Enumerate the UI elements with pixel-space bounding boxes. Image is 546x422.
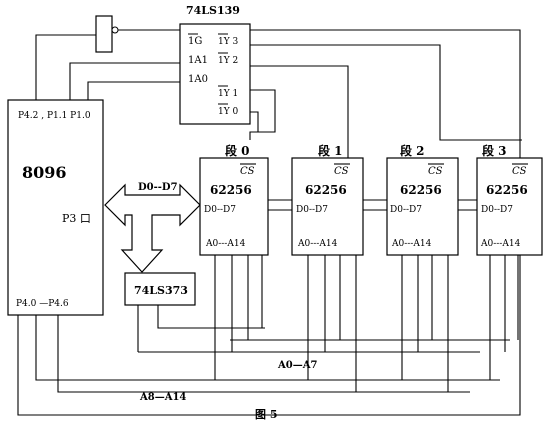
mem0-addr: A0---A14 [205, 239, 246, 249]
decoder-in-1g: 1G [188, 36, 202, 47]
wire-cpu-to-1A1 [69, 62, 180, 100]
cpu-port-p3: P3 口 [62, 212, 91, 225]
mem0-segment: 段 0 [225, 143, 250, 158]
mem3-chip: 62256 [486, 183, 528, 197]
mem1-cs: CS [334, 166, 349, 177]
wire-a-high-bus [35, 315, 500, 381]
decoder-74ls139: 74LS139 1G 1A1 1A0 1Y 3 1Y 2 1Y 1 1Y 0 [179, 4, 251, 125]
memory-chip-0: 段 0 CS 62256 D0--D7 A0---A14 [199, 143, 269, 256]
wire-data-1-2 [363, 199, 387, 211]
mem2-segment: 段 2 [400, 143, 425, 158]
wire-y3-to-cs3 [250, 44, 441, 125]
addr-high-label: A8—A14 [139, 392, 186, 403]
cpu-name: 8096 [22, 163, 67, 182]
wire-latch-to-a-low [157, 305, 265, 329]
mem1-data: D0--D7 [296, 205, 328, 215]
mem3-data: D0--D7 [481, 205, 513, 215]
decoder-in-1a0: 1A0 [188, 74, 208, 85]
mem1-addr: A0---A14 [297, 239, 338, 249]
wire-mem3-addr [489, 255, 519, 380]
wire-cpu-to-1A0 [87, 81, 180, 100]
data-bus-label: D0--D7 [138, 182, 178, 193]
figure-caption: 图 5 [255, 408, 277, 421]
mem3-cs: CS [512, 166, 527, 177]
memory-chip-2: 段 2 CS 62256 D0--D7 A0---A14 [386, 143, 459, 256]
mem1-segment: 段 1 [318, 143, 343, 158]
mem0-data: D0--D7 [204, 205, 236, 215]
wire-mem2-addr [401, 255, 449, 392]
wire-y2-to-cs2 [250, 65, 349, 140]
mem2-chip: 62256 [400, 183, 442, 197]
wire-data-2-3 [458, 199, 477, 211]
not-gate [95, 15, 119, 53]
decoder-out-y2: 1Y 2 [218, 56, 238, 66]
mem0-chip: 62256 [210, 183, 252, 197]
wire-not-gate-to-cpu [35, 34, 96, 100]
decoder-in-1a1: 1A1 [188, 55, 208, 66]
mem3-segment: 段 3 [482, 143, 507, 158]
wire-mem1-addr [307, 255, 357, 392]
memory-chip-3: 段 3 CS 62256 D0--D7 A0---A14 [476, 143, 543, 256]
wire-y1-to-cs1 [249, 89, 276, 140]
wire-cs3-in [439, 125, 522, 141]
cpu-port-top: P4.2 , P1.1 P1.0 [18, 111, 91, 121]
cpu-8096: P4.2 , P1.1 P1.0 8096 P3 口 P4.0 —P4.6 [7, 99, 104, 316]
data-bus-arrow: D0--D7 [104, 182, 201, 273]
wire-a-high-bus-2 [57, 315, 470, 393]
addr-low-label: A0—A7 [277, 360, 317, 371]
mem0-cs: CS [240, 166, 255, 177]
mem1-chip: 62256 [305, 183, 347, 197]
wire-data-0-1 [268, 199, 292, 211]
mem2-cs: CS [428, 166, 443, 177]
mem2-addr: A0---A14 [391, 239, 432, 249]
memory-chip-1: 段 1 CS 62256 D0--D7 A0---A14 [291, 143, 364, 256]
latch-74ls373: 74LS373 [124, 272, 196, 306]
wire-mem0-addr [214, 255, 263, 380]
wiring [17, 29, 522, 416]
latch-name: 74LS373 [134, 284, 188, 297]
cpu-port-bottom: P4.0 —P4.6 [16, 299, 69, 309]
decoder-out-y3: 1Y 3 [218, 37, 239, 47]
decoder-out-y0: 1Y 0 [218, 107, 239, 117]
decoder-name: 74LS139 [186, 4, 240, 17]
mem2-data: D0--D7 [390, 205, 422, 215]
mem3-addr: A0---A14 [480, 239, 521, 249]
wire-y0-to-cs0 [250, 111, 259, 132]
wire-not-gate-out [17, 29, 521, 416]
decoder-out-y1: 1Y 1 [218, 89, 238, 99]
